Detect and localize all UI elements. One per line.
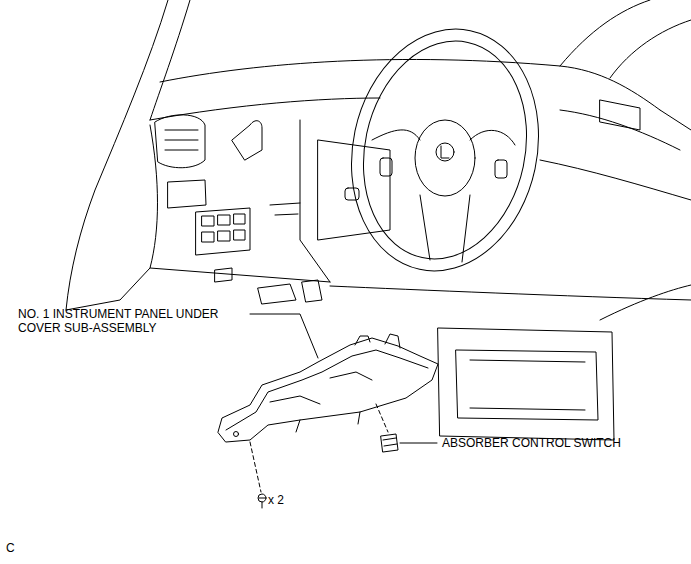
leader-line-stroke: [400, 443, 437, 444]
cabin-outline-stroke: [66, 0, 168, 310]
switch-panel-stroke: [202, 216, 214, 226]
cabin-outline-stroke: [160, 59, 660, 110]
dashboard-stroke: [275, 214, 298, 215]
cabin-outline-stroke: [660, 110, 691, 130]
under-cover-part-stroke: [218, 338, 438, 442]
lower-opening-stroke: [470, 360, 585, 410]
cabin-outline-stroke: [150, 0, 190, 120]
lower-opening-stroke: [600, 285, 691, 320]
dashboard-stroke: [270, 203, 300, 205]
air-vent: [155, 100, 640, 208]
steering-wheel-stroke: [415, 120, 475, 196]
screw-stroke: [259, 498, 265, 508]
steering-wheel-stroke: [436, 143, 454, 161]
dashboard-stroke: [150, 125, 330, 282]
steering-wheel-stroke: [495, 160, 507, 178]
under-cover-part-stroke: [234, 432, 239, 437]
under-cover-part-stroke: [296, 412, 360, 432]
switch-panel-stroke: [215, 268, 232, 282]
steering-column-stroke: [232, 121, 262, 160]
under-cover-part-stroke: [226, 350, 428, 430]
absorber-switch-stroke: [383, 438, 397, 446]
dashboard-stroke: [300, 120, 330, 282]
steering-wheel-stroke: [420, 195, 470, 262]
dashboard-stroke: [345, 188, 359, 200]
cabin-outline-stroke: [560, 0, 650, 66]
air-vent-stroke: [168, 180, 206, 208]
leader-line-stroke: [250, 314, 318, 358]
cabin-outline-stroke: [66, 268, 150, 310]
screw: [258, 494, 266, 508]
switch-panel-stroke: [196, 208, 250, 255]
pedal: [258, 280, 322, 304]
pedal-stroke: [302, 280, 322, 302]
cabin-outline-stroke: [610, 20, 691, 78]
cabin-outline: [66, 0, 691, 310]
lower-opening-stroke: [438, 328, 614, 440]
air-vent-stroke: [600, 100, 640, 130]
steering-wheel-stroke: [330, 12, 561, 289]
dashed-guide-stroke: [250, 442, 261, 492]
switch-panel-stroke: [234, 214, 245, 224]
dashboard-stroke: [540, 160, 691, 200]
dashboard: [150, 110, 691, 300]
switch-panel-stroke: [202, 232, 214, 242]
steering-wheel: [330, 12, 561, 289]
switch-panel-stroke: [218, 231, 230, 241]
steering-wheel-stroke: [441, 146, 449, 158]
steering-column: [232, 121, 262, 160]
under-cover-part: [218, 334, 438, 442]
quantity-note: x 2: [268, 493, 308, 507]
air-vent-stroke: [165, 130, 198, 150]
part-name: ABSORBER CONTROL SWITCH: [442, 436, 682, 450]
leader-line: [250, 314, 437, 443]
absorber-switch-stroke: [381, 434, 398, 452]
switch-panel-stroke: [234, 230, 245, 240]
steering-wheel-stroke: [344, 26, 546, 274]
dashboard-stroke: [560, 110, 680, 150]
under-cover-part-stroke: [355, 334, 400, 348]
lower-opening-stroke: [456, 350, 598, 420]
switch-panel-stroke: [218, 215, 230, 225]
cabin-outline-stroke: [150, 98, 380, 120]
steering-wheel-stroke: [380, 158, 392, 176]
lower-opening: [438, 285, 691, 440]
dashed-guide-stroke: [376, 404, 388, 432]
dashed-guide: [250, 404, 388, 492]
part-name: NO. 1 INSTRUMENT PANEL UNDER COVER SUB-A…: [18, 307, 250, 335]
absorber-switch: [381, 434, 398, 452]
figure-code: C: [6, 541, 26, 555]
pedal-stroke: [258, 284, 296, 304]
switch-panel: [196, 208, 250, 282]
air-vent-stroke: [155, 115, 205, 168]
under-cover-part-stroke: [270, 372, 372, 404]
dashboard-stroke: [330, 286, 691, 300]
